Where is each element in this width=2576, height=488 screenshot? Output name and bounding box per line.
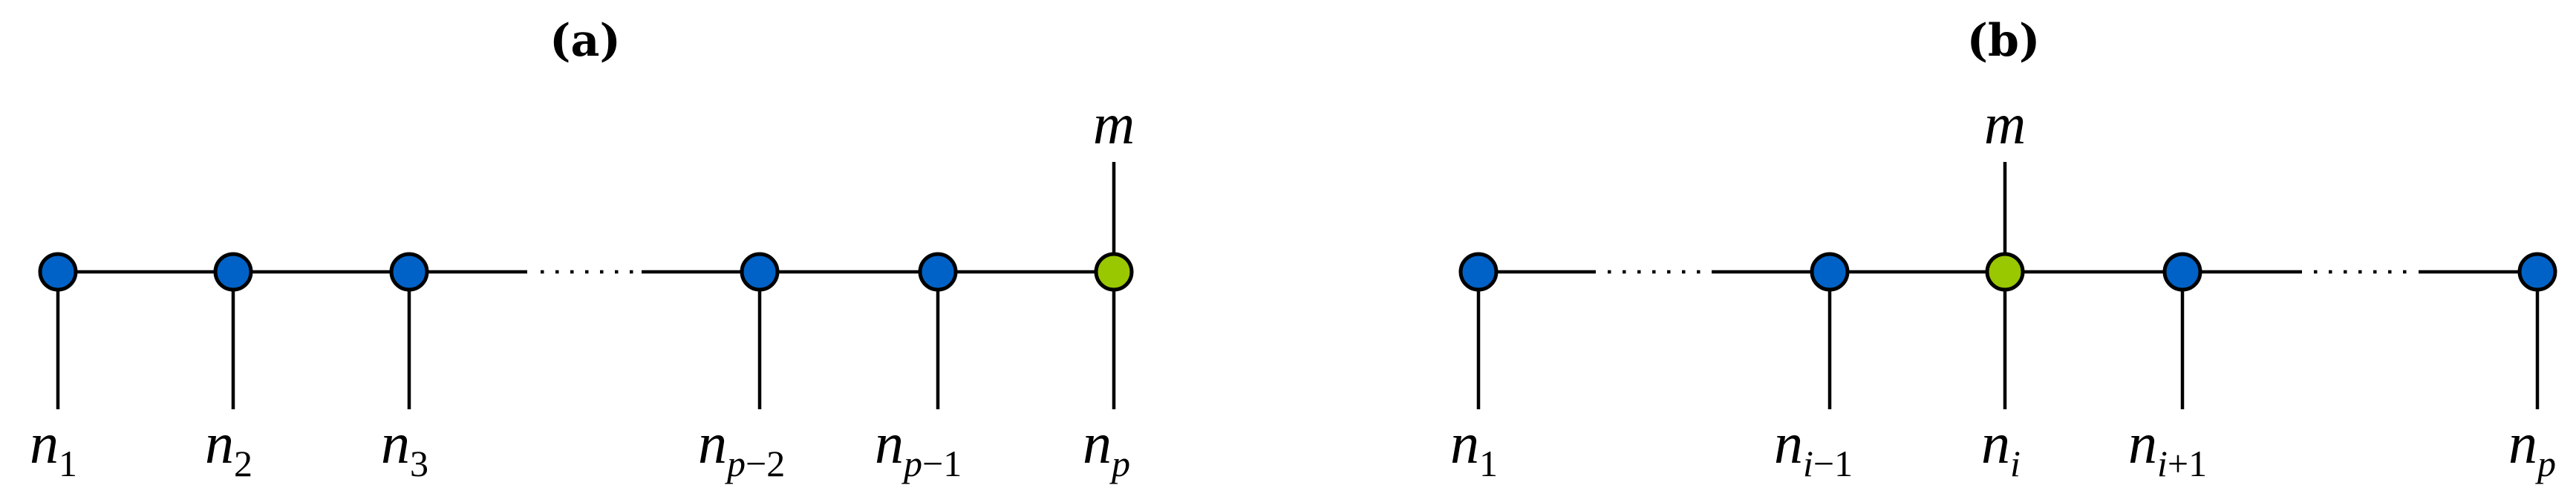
- special-tensor-node: [1985, 252, 2025, 292]
- label-base: n: [381, 411, 410, 475]
- label-n-p: np: [1083, 411, 1130, 484]
- label-subscript: 2: [234, 443, 252, 484]
- label-base: n: [2508, 411, 2537, 475]
- label-subscript: 1: [1479, 443, 1498, 484]
- label-base: n: [1774, 411, 1803, 475]
- label-subscript: +1: [2168, 443, 2207, 484]
- panel-a: (a) m n1 n2 n3 np−2: [30, 15, 1135, 484]
- label-base: n: [698, 411, 727, 475]
- label-subscript: 1: [59, 443, 77, 484]
- panel-a-title: (a): [550, 15, 621, 67]
- label-n1: n1: [1450, 411, 1498, 484]
- tensor-node: [389, 252, 429, 292]
- tensor-node: [740, 252, 780, 292]
- label-n3: n3: [381, 411, 428, 484]
- label-subscript: −1: [1813, 443, 1853, 484]
- tensor-node: [2162, 252, 2202, 292]
- label-subscript-var: p: [1109, 443, 1130, 484]
- panel-b: (b) m n1 ni−1 ni ni+1: [1450, 15, 2557, 484]
- label-base: n: [1981, 411, 2010, 475]
- label-subscript-var: i: [2157, 443, 2168, 484]
- label-base: n: [205, 411, 234, 475]
- label-subscript: −1: [922, 443, 962, 484]
- label-base: n: [30, 411, 59, 475]
- panel-b-title: (b): [1967, 15, 2041, 67]
- label-subscript-var: p: [2535, 443, 2556, 484]
- tensor-node: [213, 252, 253, 292]
- special-tensor-node: [1094, 252, 1134, 292]
- label-n2: n2: [205, 411, 252, 484]
- label-n-i-plus-1: ni+1: [2128, 411, 2207, 484]
- label-subscript-var: i: [2010, 443, 2021, 484]
- label-subscript-var: p: [901, 443, 922, 484]
- tensor-node: [38, 252, 78, 292]
- tensor-node: [1810, 252, 1850, 292]
- label-n-p-minus-1: np−1: [875, 411, 962, 484]
- label-n1: n1: [30, 411, 77, 484]
- label-subscript: −2: [746, 443, 785, 484]
- label-subscript: 3: [410, 443, 428, 484]
- label-base: n: [1083, 411, 1112, 475]
- top-label-m: m: [1984, 91, 2026, 156]
- label-subscript-var: p: [725, 443, 746, 484]
- label-n-i-minus-1: ni−1: [1774, 411, 1853, 484]
- label-base: n: [2128, 411, 2157, 475]
- top-label-m: m: [1093, 91, 1135, 156]
- tensor-node: [2517, 252, 2557, 292]
- tensor-node: [1458, 252, 1499, 292]
- label-base: n: [1450, 411, 1479, 475]
- label-base: n: [875, 411, 904, 475]
- tensor-node: [918, 252, 958, 292]
- label-n-p: np: [2508, 411, 2556, 484]
- label-subscript-var: i: [1803, 443, 1813, 484]
- label-n-p-minus-2: np−2: [698, 411, 785, 484]
- label-n-i: ni: [1981, 411, 2021, 484]
